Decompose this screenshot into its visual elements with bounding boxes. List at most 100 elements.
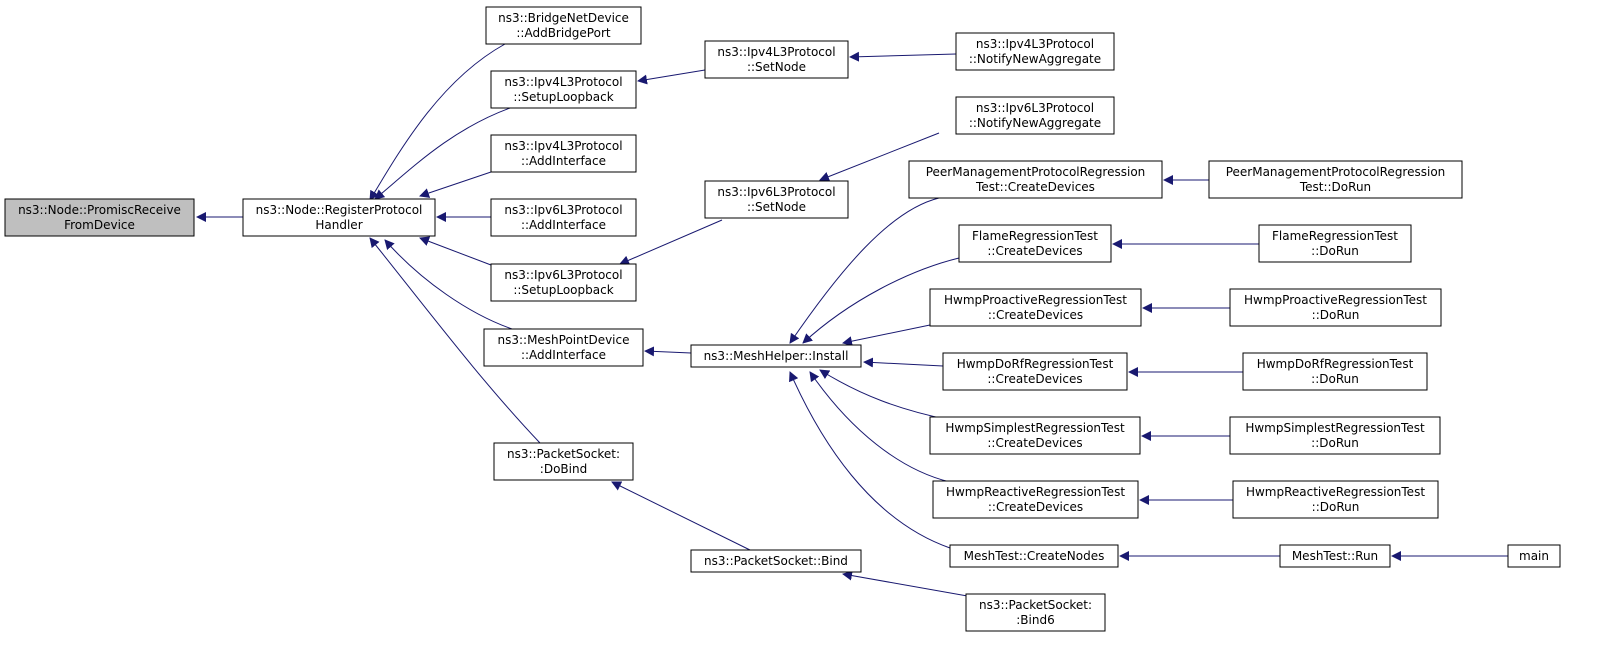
node-flame-create[interactable]: FlameRegressionTest::CreateDevices: [958, 224, 1112, 263]
node-box: [955, 32, 1115, 71]
node-label: ::AddInterface: [521, 348, 606, 362]
node-label: HwmpSimplestRegressionTest: [945, 421, 1125, 435]
edges-layer: [196, 43, 1508, 601]
node-box: [242, 198, 436, 237]
node-box: [1208, 160, 1463, 199]
node-ipv4-set-node[interactable]: ns3::Ipv4L3Protocol::SetNode: [704, 40, 849, 79]
node-box: [1242, 352, 1428, 391]
node-box: [958, 224, 1112, 263]
node-label: ::NotifyNewAggregate: [969, 116, 1101, 130]
node-box: [690, 344, 862, 368]
node-label: ::DoRun: [1311, 372, 1359, 386]
node-box: [949, 544, 1119, 568]
node-label: HwmpReactiveRegressionTest: [946, 485, 1125, 499]
node-ipv4-setup-loopback[interactable]: ns3::Ipv4L3Protocol::SetupLoopback: [490, 70, 637, 109]
node-proactive-run[interactable]: HwmpProactiveRegressionTest::DoRun: [1229, 288, 1442, 327]
node-peer-run[interactable]: PeerManagementProtocolRegressionTest::Do…: [1208, 160, 1463, 199]
node-label: ns3::Ipv6L3Protocol: [717, 185, 835, 199]
node-box: [1279, 544, 1391, 568]
node-reactive-create[interactable]: HwmpReactiveRegressionTest::CreateDevice…: [932, 480, 1139, 519]
node-label: ::SetNode: [747, 60, 806, 74]
node-label: ::SetNode: [747, 200, 806, 214]
node-label: FlameRegressionTest: [1272, 229, 1398, 243]
node-label: ::CreateDevices: [987, 244, 1082, 258]
node-label: ns3::Ipv4L3Protocol: [504, 75, 622, 89]
node-label: ::CreateDevices: [987, 436, 1082, 450]
node-label: ::AddInterface: [521, 218, 606, 232]
node-meshhelper-install[interactable]: ns3::MeshHelper::Install: [690, 344, 862, 368]
node-box: [490, 70, 637, 109]
node-ipv6-notify[interactable]: ns3::Ipv6L3Protocol::NotifyNewAggregate: [955, 96, 1115, 135]
node-box: [4, 198, 195, 237]
node-box: [942, 352, 1128, 391]
e-meshpoint-register-edge: [384, 239, 516, 331]
node-reactive-run[interactable]: HwmpReactiveRegressionTest::DoRun: [1232, 480, 1439, 519]
e-ipv4notify-ipv4sn-edge: [849, 51, 957, 62]
node-simplest-run[interactable]: HwmpSimplestRegressionTest::DoRun: [1229, 416, 1441, 455]
node-ipv4-add-interface[interactable]: ns3::Ipv4L3Protocol::AddInterface: [490, 134, 637, 173]
node-label: HwmpSimplestRegressionTest: [1245, 421, 1425, 435]
node-box: [483, 328, 644, 367]
node-label: ns3::Node::PromiscReceive: [18, 203, 181, 217]
node-peer-create[interactable]: PeerManagementProtocolRegressionTest::Cr…: [908, 160, 1163, 199]
node-label: ::SetupLoopback: [513, 283, 613, 297]
node-label: ::AddBridgePort: [516, 26, 611, 40]
e-flame-install-edge: [802, 257, 960, 344]
node-label: ::SetupLoopback: [513, 90, 613, 104]
node-ipv6-add-interface[interactable]: ns3::Ipv6L3Protocol::AddInterface: [490, 198, 637, 237]
node-meshpoint-add-interface[interactable]: ns3::MeshPointDevice::AddInterface: [483, 328, 644, 367]
node-label: Handler: [315, 218, 362, 232]
node-box: [929, 416, 1141, 455]
node-label: ::CreateDevices: [988, 308, 1083, 322]
node-simplest-create[interactable]: HwmpSimplestRegressionTest::CreateDevice…: [929, 416, 1141, 455]
node-main[interactable]: main: [1507, 544, 1561, 568]
node-packetsocket-dobind[interactable]: ns3::PacketSocket::DoBind: [493, 442, 634, 481]
node-box: [1229, 288, 1442, 327]
node-meshtest-run[interactable]: MeshTest::Run: [1279, 544, 1391, 568]
node-bridge[interactable]: ns3::BridgeNetDevice::AddBridgePort: [485, 6, 642, 45]
node-label: ns3::Ipv6L3Protocol: [504, 268, 622, 282]
e-bind-dobind-edge: [611, 481, 751, 551]
node-box: [932, 480, 1139, 519]
node-label: ns3::MeshHelper::Install: [704, 349, 849, 363]
e-ipv4sl-register-edge: [374, 107, 511, 200]
node-ipv6-set-node[interactable]: ns3::Ipv6L3Protocol::SetNode: [704, 180, 849, 219]
node-label: main: [1519, 549, 1549, 563]
node-dorf-create[interactable]: HwmpDoRfRegressionTest::CreateDevices: [942, 352, 1128, 391]
e-dobind-register-edge: [369, 237, 541, 444]
node-label: :DoBind: [540, 462, 587, 476]
node-label: HwmpReactiveRegressionTest: [1246, 485, 1425, 499]
node-label: HwmpDoRfRegressionTest: [1257, 357, 1414, 371]
node-box: [1232, 480, 1439, 519]
node-label: ns3::BridgeNetDevice: [498, 11, 629, 25]
node-label: ::DoRun: [1312, 308, 1360, 322]
node-label: PeerManagementProtocolRegression: [1226, 165, 1446, 179]
node-packetsocket-bind[interactable]: ns3::PacketSocket::Bind: [690, 549, 862, 573]
node-label: ns3::Ipv4L3Protocol: [717, 45, 835, 59]
node-meshtest-create[interactable]: MeshTest::CreateNodes: [949, 544, 1119, 568]
e-meshtestcreate-install-edge: [789, 371, 951, 549]
node-flame-run[interactable]: FlameRegressionTest::DoRun: [1258, 224, 1412, 263]
node-label: PeerManagementProtocolRegression: [926, 165, 1146, 179]
node-ipv6-setup-loopback[interactable]: ns3::Ipv6L3Protocol::SetupLoopback: [490, 263, 637, 302]
e-peer-install-edge: [789, 197, 940, 344]
node-dorf-run[interactable]: HwmpDoRfRegressionTest::DoRun: [1242, 352, 1428, 391]
node-box: [490, 198, 637, 237]
node-label: ::CreateDevices: [988, 500, 1083, 514]
node-box: [1229, 416, 1441, 455]
node-packetsocket-bind6[interactable]: ns3::PacketSocket::Bind6: [965, 593, 1106, 632]
node-proactive-create[interactable]: HwmpProactiveRegressionTest::CreateDevic…: [929, 288, 1142, 327]
e-ipv4ai-register-edge: [419, 171, 492, 198]
node-label: ns3::Ipv4L3Protocol: [976, 37, 1094, 51]
node-box: [929, 288, 1142, 327]
node-box: [490, 263, 637, 302]
node-label: HwmpProactiveRegressionTest: [944, 293, 1127, 307]
node-ipv4-notify[interactable]: ns3::Ipv4L3Protocol::NotifyNewAggregate: [955, 32, 1115, 71]
node-label: ns3::Node::RegisterProtocol: [256, 203, 423, 217]
node-label: Test::CreateDevices: [975, 180, 1095, 194]
e-dorf-install-edge: [863, 357, 944, 368]
node-box: [704, 180, 849, 219]
